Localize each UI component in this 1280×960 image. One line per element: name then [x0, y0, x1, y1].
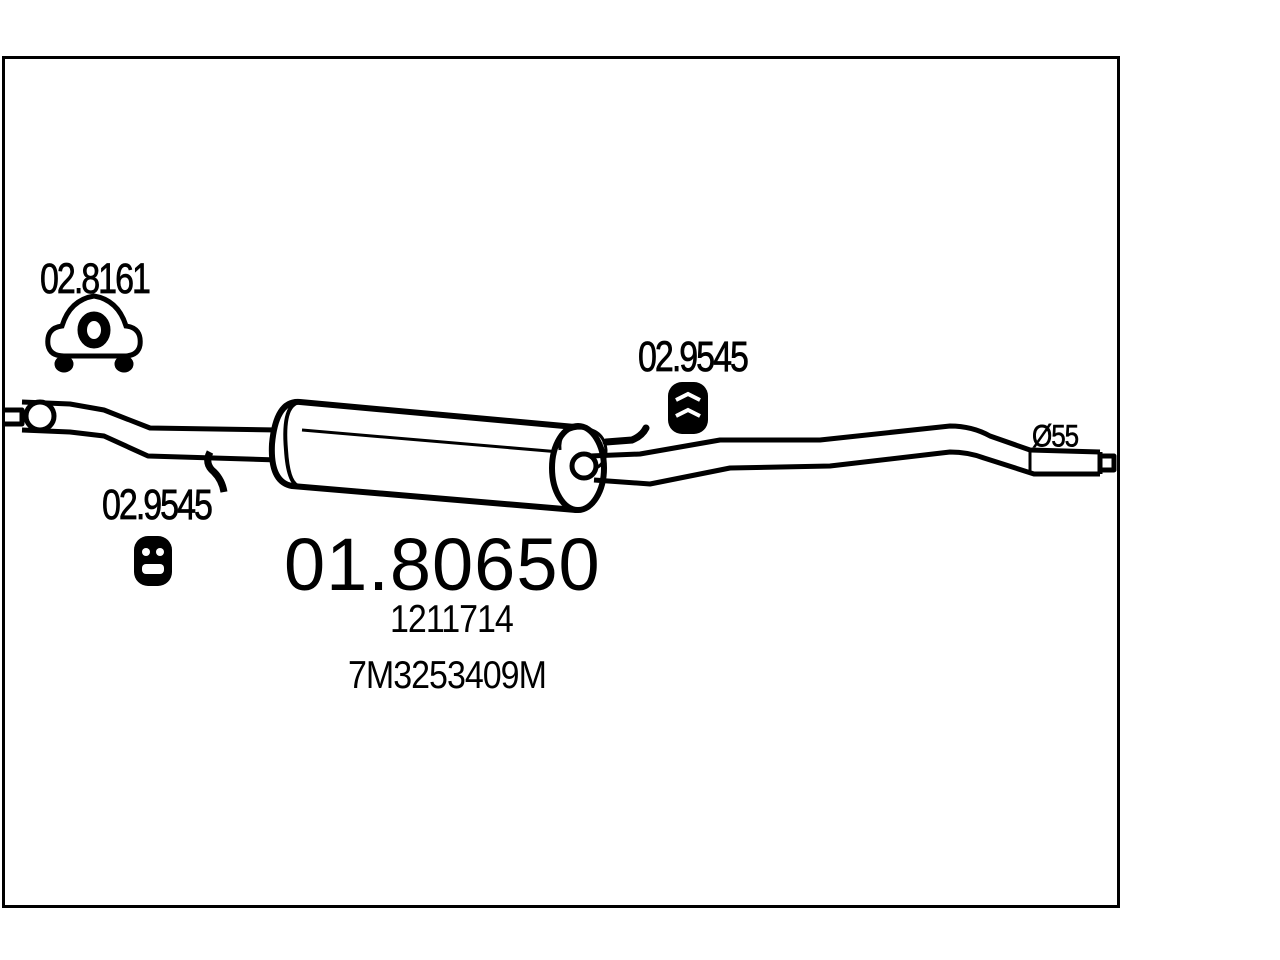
front-hanger-label: 02.9545: [102, 481, 214, 529]
reference-number-2: 7M3253409M: [348, 653, 547, 698]
tail-pipe: [569, 423, 1117, 487]
flange-gasket-icon: [45, 293, 143, 373]
rubber-hanger-rear-icon: [668, 382, 708, 434]
front-pipe: [4, 399, 279, 493]
muffler-body: [268, 398, 608, 513]
rear-hanger-label: 02.9545: [638, 333, 750, 381]
diagram-frame: [2, 56, 1120, 908]
main-part-number: 01.80650: [284, 523, 601, 606]
rubber-hanger-front-icon: [134, 536, 172, 586]
muffler-hanger-rod: [602, 424, 650, 446]
front-gasket-label: 02.8161: [40, 255, 152, 303]
reference-number-1: 1211714: [390, 597, 514, 642]
outlet-diameter-label: Ø55: [1032, 417, 1080, 454]
